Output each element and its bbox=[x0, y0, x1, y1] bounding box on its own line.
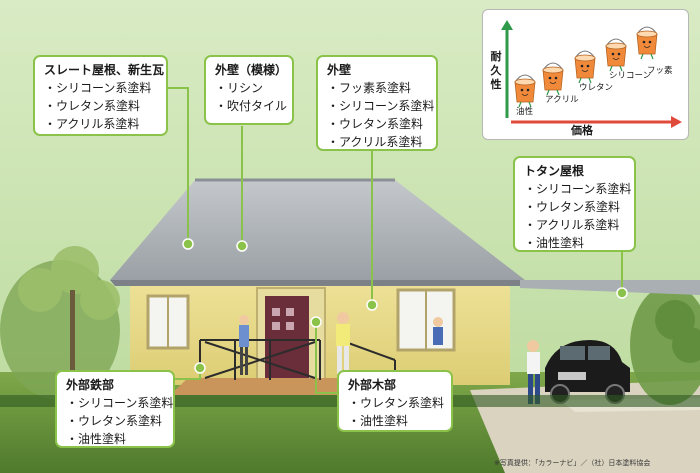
callout-item: ウレタン系塗料 bbox=[44, 97, 157, 115]
bucket-label-urethane: ウレタン bbox=[579, 83, 614, 93]
callout-item: シリコーン系塗料 bbox=[327, 97, 434, 115]
callout-item: ウレタン系塗料 bbox=[348, 394, 444, 412]
callout-item: シリコーン系塗料 bbox=[524, 180, 631, 198]
tree-right bbox=[655, 300, 700, 363]
house-roof bbox=[110, 180, 525, 280]
callout-item: アクリル系塗料 bbox=[524, 216, 625, 234]
callout-exterior-iron: 外部鉄部 シリコーン系塗料 ウレタン系塗料 油性塗料 bbox=[55, 370, 175, 448]
callout-wall: 外壁 フッ素系塗料 シリコーン系塗料 ウレタン系塗料 アクリル系塗料 bbox=[316, 55, 438, 151]
leader-dots bbox=[182, 238, 628, 374]
callout-title: トタン屋根 bbox=[524, 164, 585, 178]
callout-item: リシン bbox=[215, 79, 283, 97]
callout-item: ウレタン系塗料 bbox=[66, 412, 164, 430]
figure-left bbox=[239, 315, 249, 375]
bucket-label-acrylic: アクリル bbox=[545, 95, 579, 105]
callout-item: ウレタン系塗料 bbox=[524, 198, 625, 216]
legend-x-label: 価格 bbox=[571, 124, 593, 137]
tree-left bbox=[18, 246, 120, 320]
legend-graphics bbox=[501, 20, 682, 128]
roof-edge bbox=[110, 280, 525, 286]
tin-roof bbox=[520, 280, 700, 295]
callout-title: 外壁（模様） bbox=[215, 63, 288, 77]
callout-tin-roof: トタン屋根 シリコーン系塗料 ウレタン系塗料 アクリル系塗料 油性塗料 bbox=[513, 156, 636, 252]
callout-title: 外部木部 bbox=[348, 378, 397, 392]
callout-item: 油性塗料 bbox=[348, 412, 442, 430]
durability-price-legend: 耐久性 価格 油性 アクリル ウレタン シリコーン フッ素 bbox=[482, 9, 689, 140]
leader-lines bbox=[155, 87, 623, 394]
photo-credit: ※写真提供：「カラーナビ」／（社）日本塗料協会 bbox=[494, 459, 651, 467]
price-arrow-head bbox=[671, 116, 682, 128]
figure-center bbox=[336, 312, 350, 374]
legend-y-label: 耐久性 bbox=[490, 50, 502, 91]
bucket-label-oil: 油性 bbox=[516, 107, 534, 117]
callout-title: 外壁 bbox=[327, 63, 352, 77]
callout-exterior-wood: 外部木部 ウレタン系塗料 油性塗料 bbox=[337, 370, 453, 432]
bucket-label-fluorine: フッ素 bbox=[647, 66, 673, 76]
paint-bucket-1 bbox=[514, 74, 536, 108]
callout-title: スレート屋根、新生瓦 bbox=[44, 63, 165, 77]
paint-buckets bbox=[514, 26, 658, 108]
callout-item: ウレタン系塗料 bbox=[327, 115, 427, 133]
callout-item: 吹付タイル bbox=[215, 97, 287, 115]
figure-window bbox=[433, 317, 443, 345]
callout-item: シリコーン系塗料 bbox=[44, 79, 157, 97]
figure-car bbox=[527, 340, 540, 404]
callout-slate-roof: スレート屋根、新生瓦 シリコーン系塗料 ウレタン系塗料 アクリル系塗料 bbox=[33, 55, 168, 136]
callout-item: アクリル系塗料 bbox=[327, 133, 427, 151]
callout-item: シリコーン系塗料 bbox=[66, 394, 173, 412]
callout-item: 油性塗料 bbox=[66, 430, 164, 448]
paint-bucket-3 bbox=[574, 50, 596, 84]
paint-bucket-2 bbox=[542, 62, 564, 96]
callout-item: アクリル系塗料 bbox=[44, 115, 157, 133]
durability-arrow-head bbox=[501, 20, 513, 30]
paint-bucket-5 bbox=[636, 26, 658, 60]
callout-item: フッ素系塗料 bbox=[327, 79, 427, 97]
callout-wall-pattern: 外壁（模様） リシン 吹付タイル bbox=[204, 55, 294, 125]
paint-bucket-4 bbox=[605, 38, 627, 72]
bucket-label-silicone: シリコーン bbox=[609, 71, 652, 81]
callout-item: 油性塗料 bbox=[524, 234, 625, 252]
callout-title: 外部鉄部 bbox=[66, 378, 115, 392]
